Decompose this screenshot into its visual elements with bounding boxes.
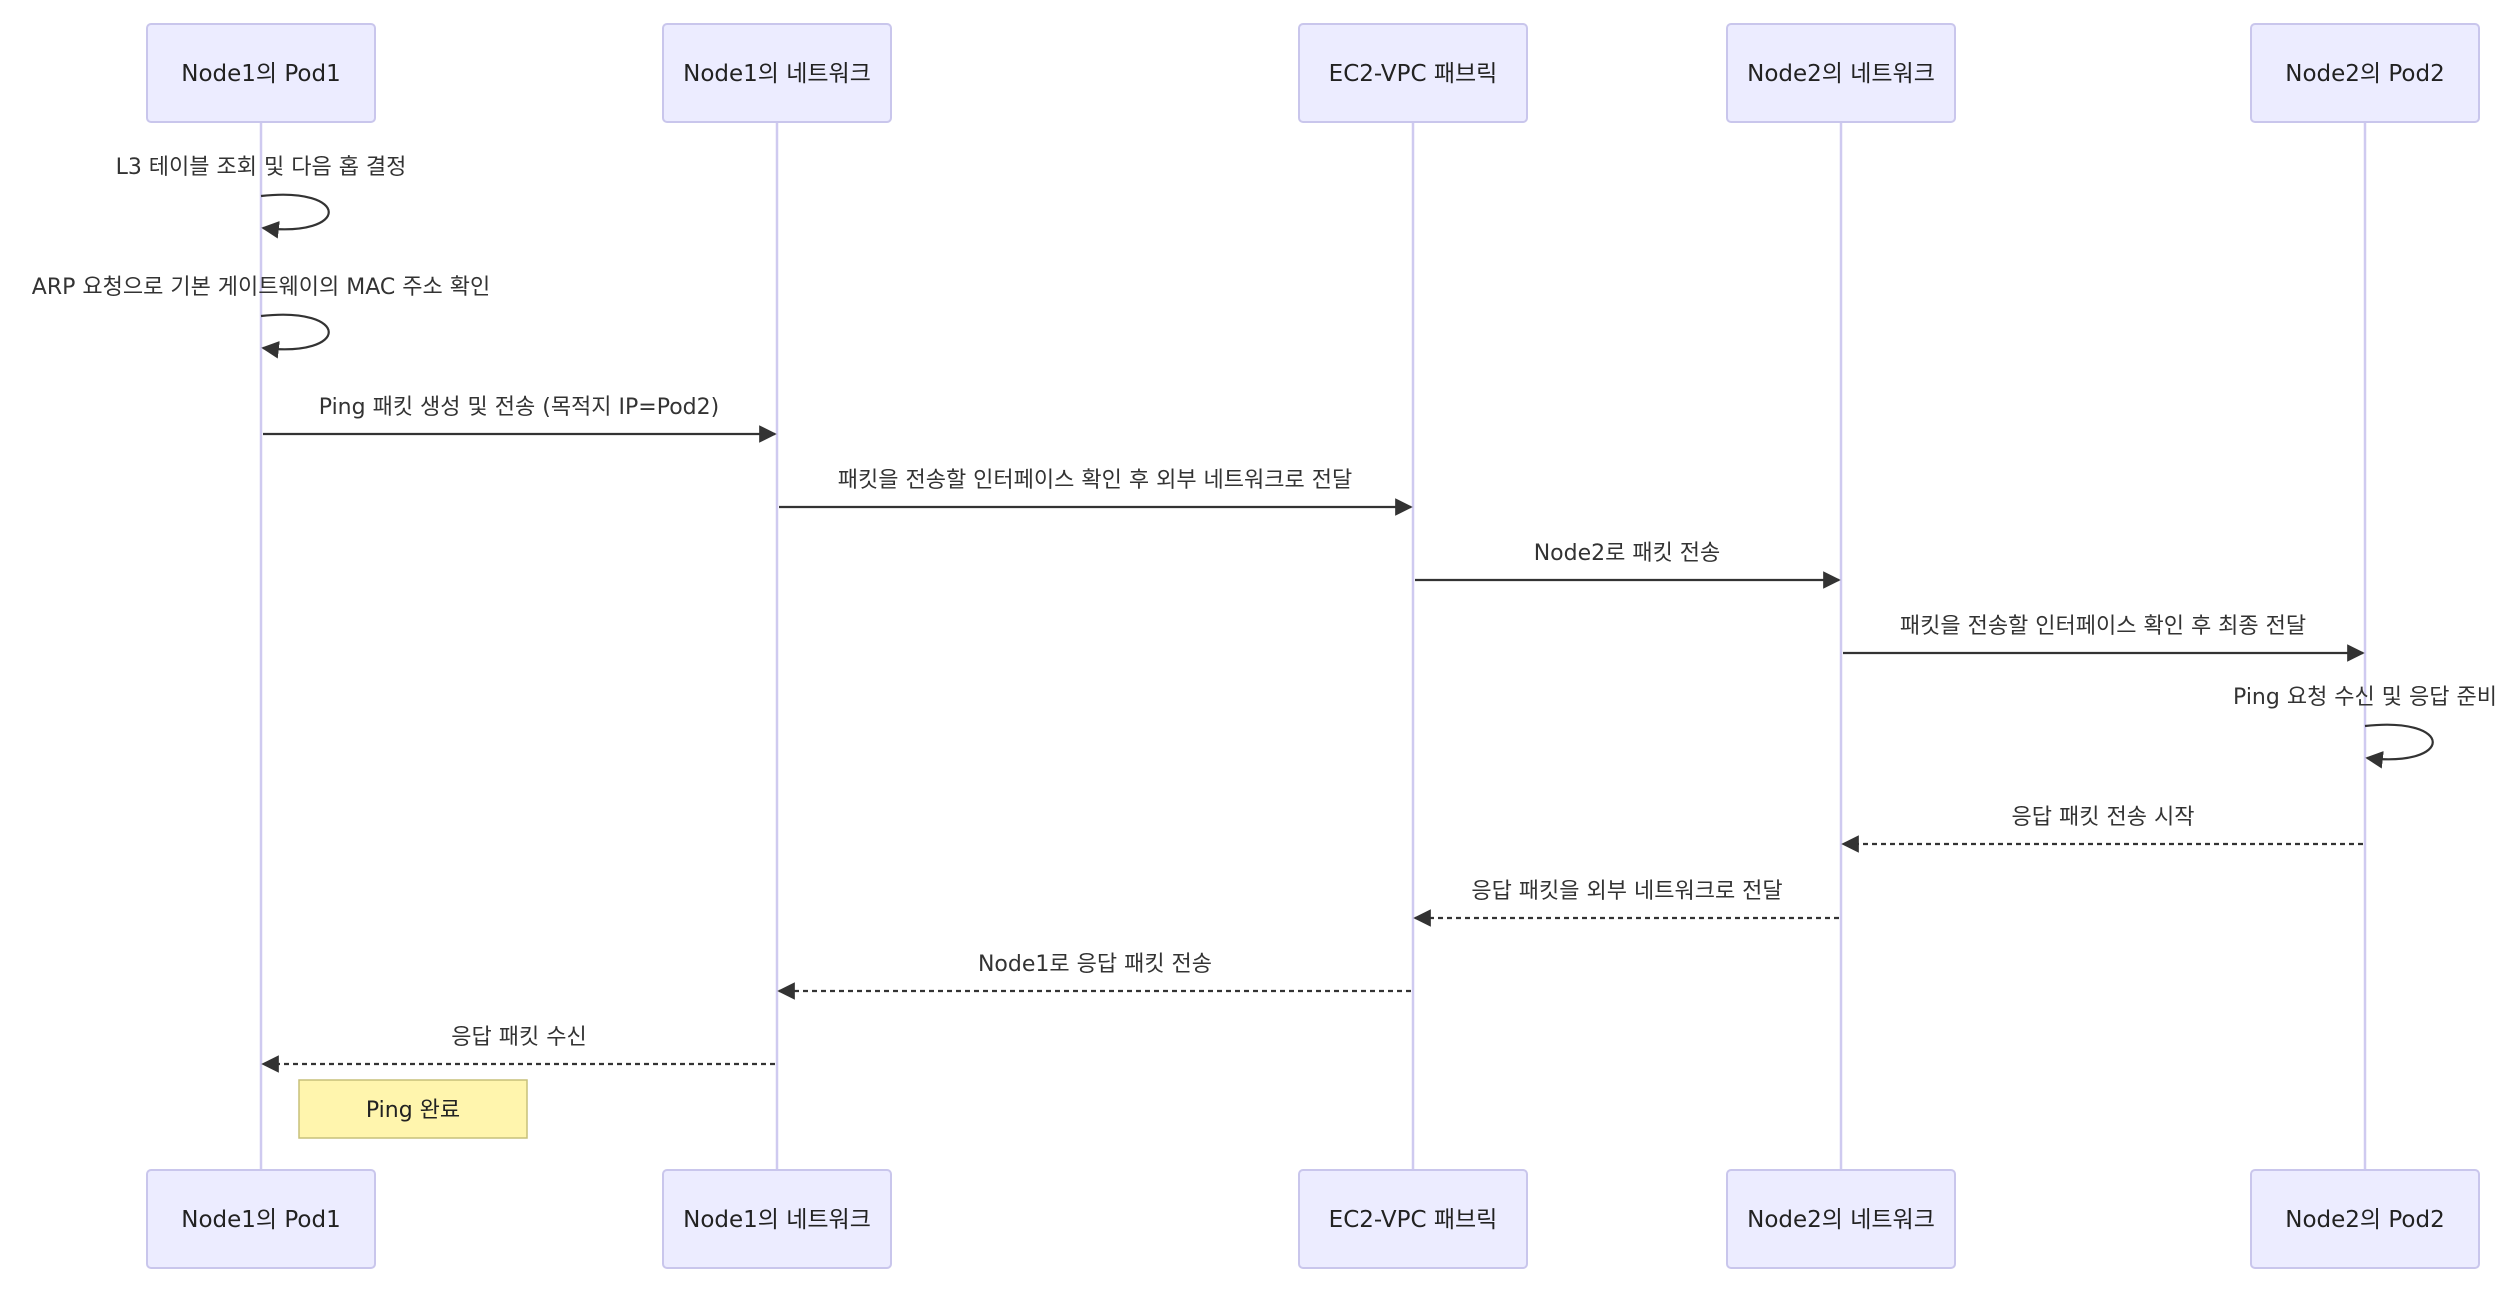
- participant-label: Node1의 Pod1: [181, 61, 341, 87]
- participant-box: [1298, 1169, 1528, 1269]
- participant-top-2[interactable]: Node1의 네트워크: [662, 23, 892, 123]
- self-message-arrow: [2364, 723, 2434, 769]
- participant-label: Node2의 Pod2: [2285, 1207, 2445, 1233]
- note-text: Ping 완료: [366, 1098, 460, 1123]
- message-label: 응답 패킷 전송 시작: [2012, 805, 2195, 830]
- participant-label: EC2-VPC 패브릭: [1329, 61, 1498, 87]
- participant-top-5[interactable]: Node2의 Pod2: [2250, 23, 2480, 123]
- participant-label: EC2-VPC 패브릭: [1329, 1207, 1498, 1233]
- message-3: Ping 패킷 생성 및 전송 (목적지 IP=Pod2): [263, 395, 777, 443]
- message-2: ARP 요청으로 기본 게이트웨이의 MAC 주소 확인: [32, 275, 490, 359]
- participant-box: [2250, 23, 2480, 123]
- participant-box: [662, 1169, 892, 1269]
- message-label: Ping 요청 수신 및 응답 준비: [2233, 685, 2497, 710]
- message-8: 응답 패킷 전송 시작: [1841, 805, 2363, 853]
- message-label: Node1로 응답 패킷 전송: [978, 952, 1212, 977]
- participant-top-4[interactable]: Node2의 네트워크: [1726, 23, 1956, 123]
- participant-bottom-4[interactable]: Node2의 네트워크: [1726, 1169, 1956, 1269]
- message-10: Node1로 응답 패킷 전송: [777, 952, 1411, 1000]
- message-9: 응답 패킷을 외부 네트워크로 전달: [1413, 879, 1839, 927]
- message-4: 패킷을 전송할 인터페이스 확인 후 외부 네트워크로 전달: [779, 468, 1413, 516]
- message-label: 패킷을 전송할 인터페이스 확인 후 외부 네트워크로 전달: [838, 468, 1352, 493]
- participant-label: Node2의 네트워크: [1747, 61, 1935, 87]
- participant-box: [1726, 23, 1956, 123]
- participant-box: [662, 23, 892, 123]
- participant-box: [2250, 1169, 2480, 1269]
- message-label: 응답 패킷을 외부 네트워크로 전달: [1471, 879, 1782, 904]
- participant-bottom-3[interactable]: EC2-VPC 패브릭: [1298, 1169, 1528, 1269]
- message-1: L3 테이블 조회 및 다음 홉 결정: [116, 155, 407, 239]
- participant-label: Node1의 네트워크: [683, 1207, 871, 1233]
- message-label: L3 테이블 조회 및 다음 홉 결정: [116, 155, 407, 180]
- participant-box: [146, 1169, 376, 1269]
- participant-bottom-5[interactable]: Node2의 Pod2: [2250, 1169, 2480, 1269]
- message-label: Node2로 패킷 전송: [1534, 541, 1721, 566]
- participant-top-3[interactable]: EC2-VPC 패브릭: [1298, 23, 1528, 123]
- message-6: 패킷을 전송할 인터페이스 확인 후 최종 전달: [1843, 614, 2365, 662]
- message-label: ARP 요청으로 기본 게이트웨이의 MAC 주소 확인: [32, 275, 490, 300]
- participant-label: Node1의 Pod1: [181, 1207, 341, 1233]
- participant-box: [146, 23, 376, 123]
- note-box: [298, 1079, 528, 1139]
- participant-label: Node1의 네트워크: [683, 61, 871, 87]
- self-message-arrow: [260, 193, 330, 239]
- message-5: Node2로 패킷 전송: [1415, 541, 1841, 589]
- participant-top-1[interactable]: Node1의 Pod1: [146, 23, 376, 123]
- message-label: Ping 패킷 생성 및 전송 (목적지 IP=Pod2): [319, 395, 719, 420]
- participant-box: [1298, 23, 1528, 123]
- message-label: 패킷을 전송할 인터페이스 확인 후 최종 전달: [1900, 614, 2306, 639]
- self-message-arrow: [260, 313, 330, 359]
- message-11: 응답 패킷 수신: [261, 1025, 775, 1073]
- participant-label: Node2의 네트워크: [1747, 1207, 1935, 1233]
- participant-label: Node2의 Pod2: [2285, 61, 2445, 87]
- message-label: 응답 패킷 수신: [451, 1025, 586, 1050]
- note: Ping 완료: [298, 1079, 528, 1139]
- participant-bottom-1[interactable]: Node1의 Pod1: [146, 1169, 376, 1269]
- participant-bottom-2[interactable]: Node1의 네트워크: [662, 1169, 892, 1269]
- participant-box: [1726, 1169, 1956, 1269]
- message-7: Ping 요청 수신 및 응답 준비: [2233, 685, 2497, 769]
